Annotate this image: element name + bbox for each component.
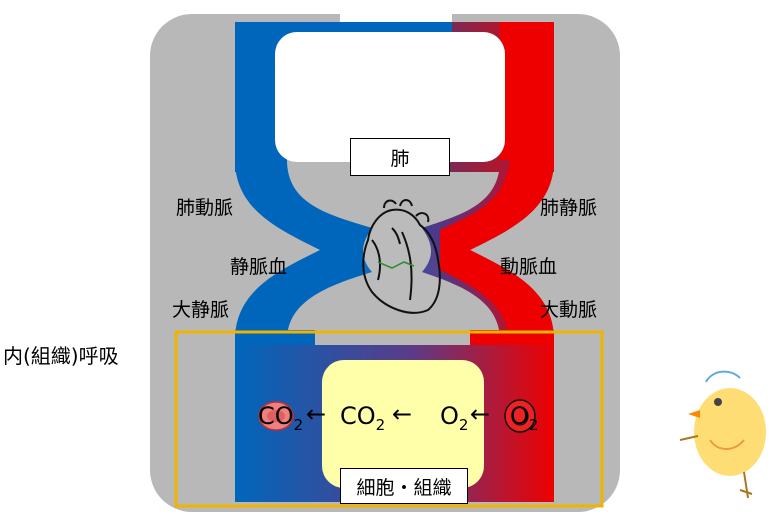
internal-respiration-box [174,330,604,508]
arrow-o2-to-co2: ← [392,400,413,428]
pulmonary-vein-label: 肺静脈 [540,197,598,219]
cell-tissue-area [322,360,484,488]
lung-box [275,32,505,162]
venous-blood-label: 静脈血 [230,256,288,278]
o2-in-blood: O2 [510,402,539,434]
heart-icon [362,199,441,314]
pulmonary-artery-label: 肺動脈 [176,197,234,219]
lung-label: 肺 [350,138,450,176]
cells-tissue-label: 細胞・組織 [340,468,468,504]
rbc-left-icon [258,401,294,431]
blue-crossing-vessel [235,160,372,340]
co2-in-blood: CO2 [258,402,304,434]
arrow-co2-to-blood: ← [306,400,327,428]
arrow-o2-to-cell: ← [470,400,491,428]
vena-cava-label: 大静脈 [172,299,230,321]
rbc-right-icon [504,399,536,433]
arterial-blood-label: 動脈血 [500,256,558,278]
co2-in-cell: CO2 [340,402,386,434]
chick-icon [679,370,766,499]
aorta-label: 大動脈 [540,299,598,321]
internal-respiration-label: 内(組織)呼吸 [3,344,119,368]
o2-in-cell: O2 [440,402,469,434]
